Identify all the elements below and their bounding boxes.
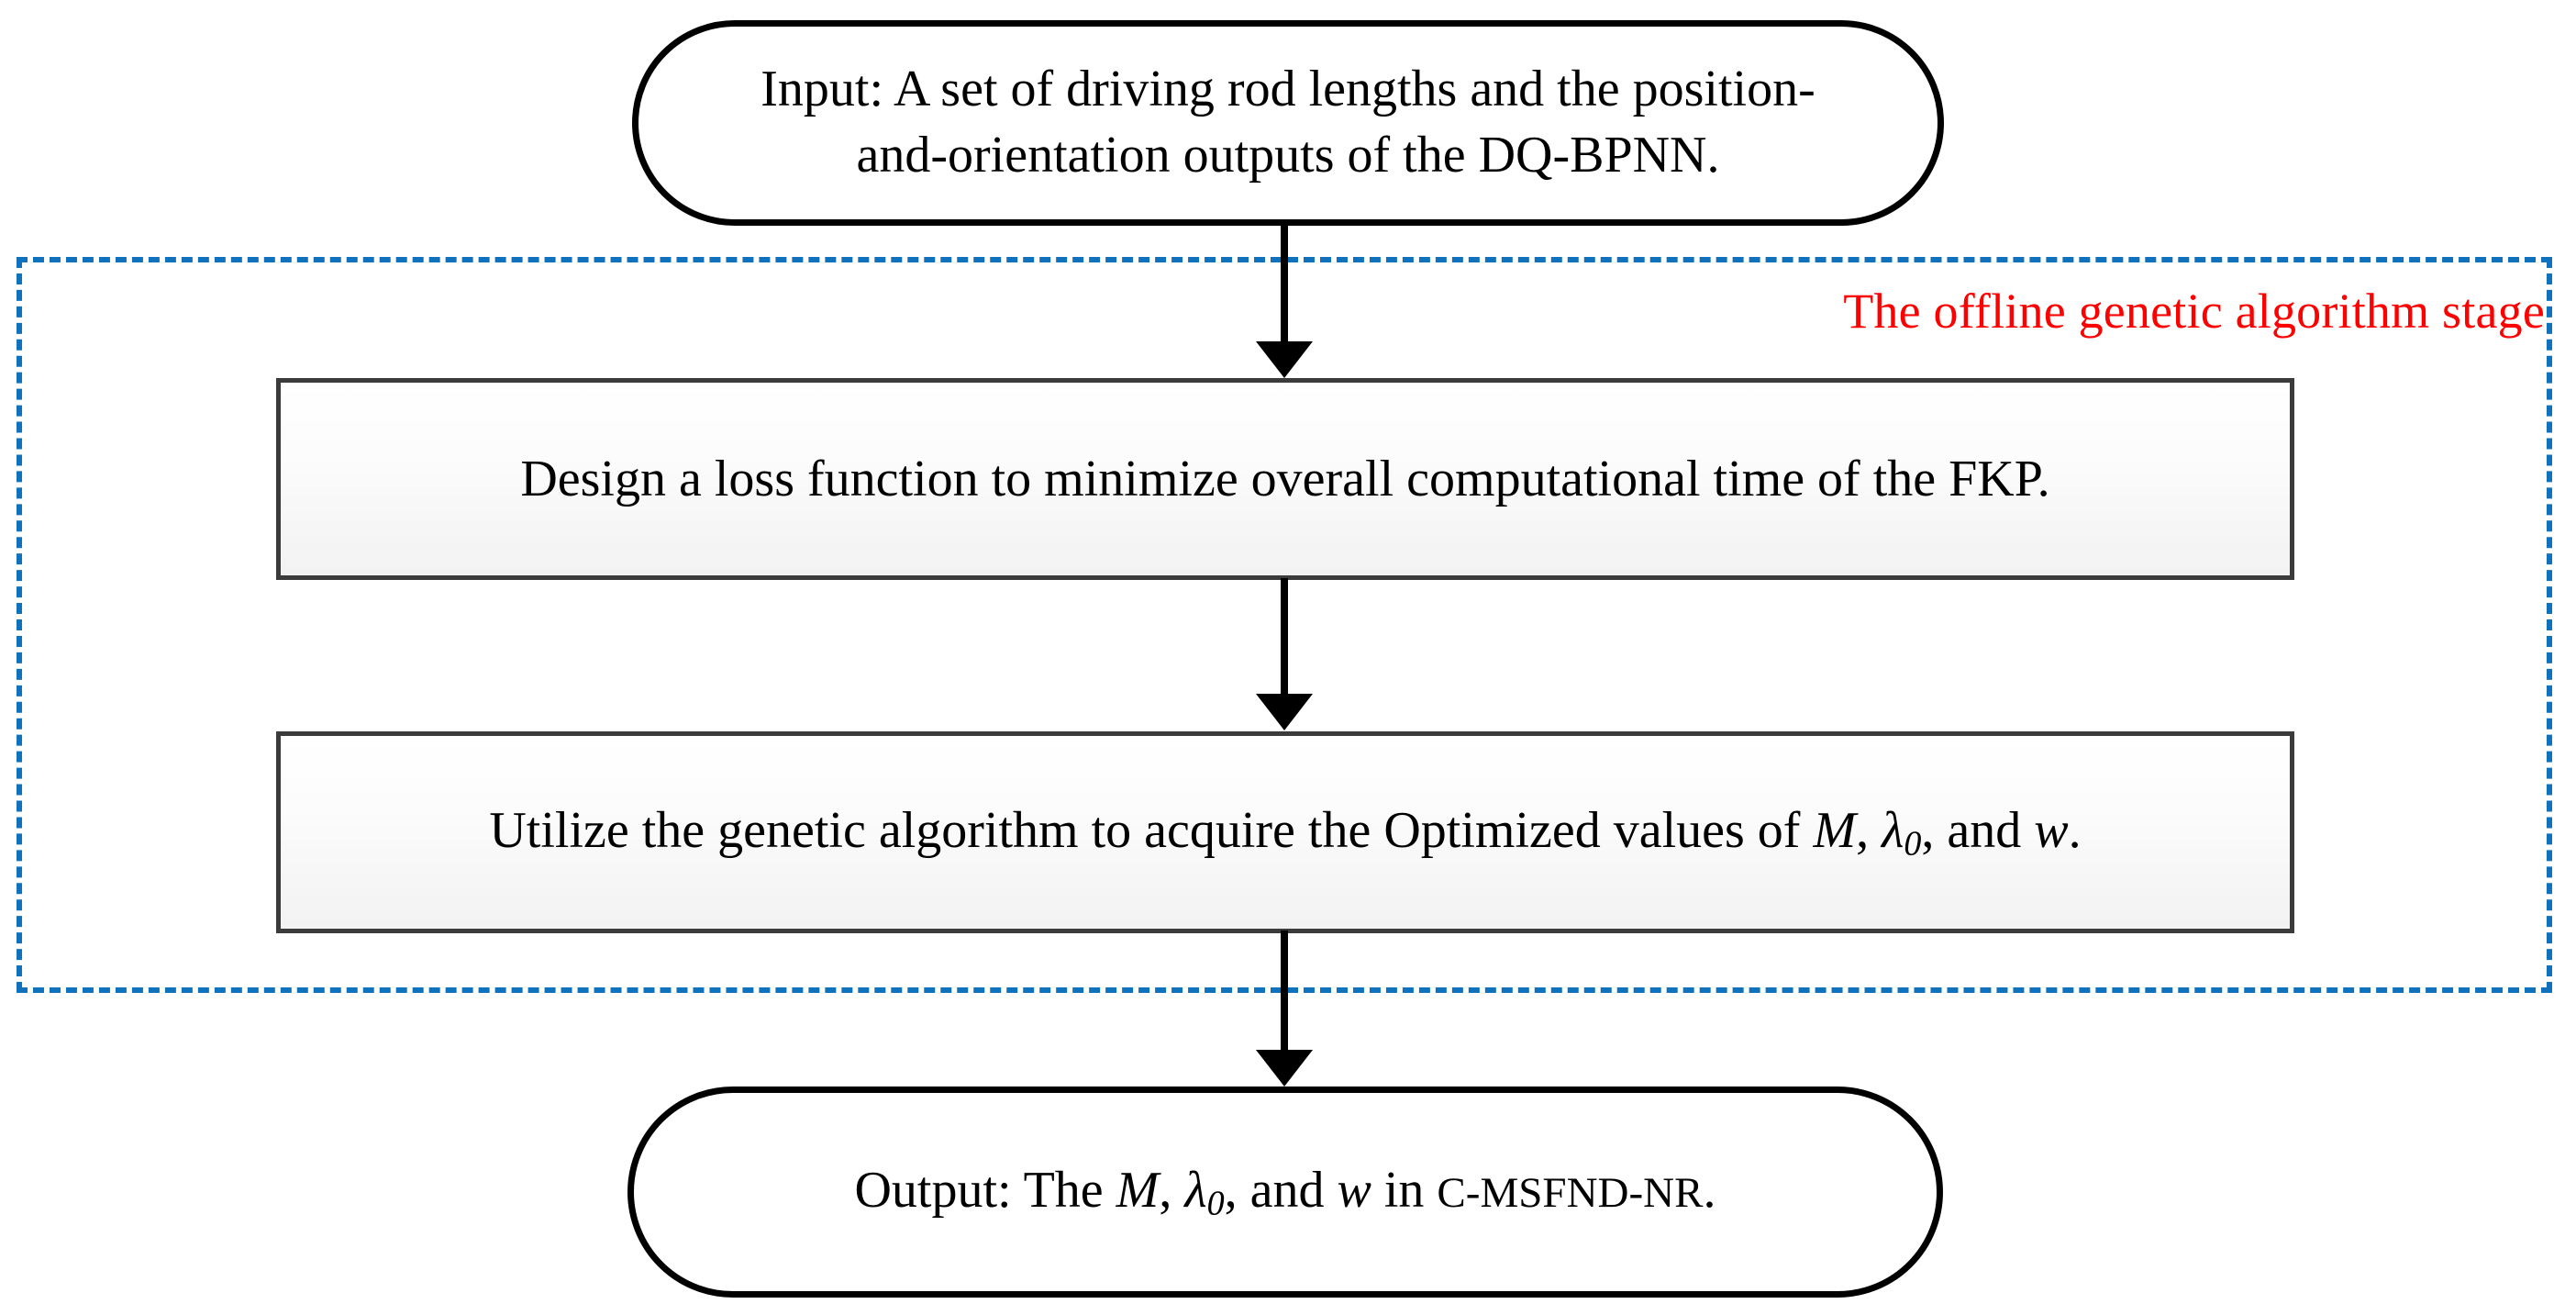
- node-output-text: Output: The M, λ0, and w in C-MSFND-NR.: [854, 1158, 1715, 1226]
- node-ga-suffix: .: [2068, 802, 2082, 860]
- node-loss-text: Design a loss function to minimize overa…: [520, 451, 2050, 507]
- node-input-terminator[interactable]: Input: A set of driving rod lengths and …: [632, 20, 1944, 226]
- node-input-line2: and-orientation outputs of the DQ-BPNN.: [856, 127, 1720, 184]
- arrow-genetic-algorithm-to-output: [1281, 931, 1288, 1059]
- symbol-lambda-subscript: 0: [1206, 1184, 1225, 1223]
- node-output-mid: in: [1371, 1161, 1438, 1219]
- node-ga-sep1: ,: [1856, 802, 1882, 860]
- acronym-c-msfnd-nr: C-MSFND-NR: [1437, 1168, 1704, 1217]
- node-ga-text: Utilize the genetic algorithm to acquire…: [489, 798, 2081, 866]
- symbol-lambda: λ: [1882, 802, 1904, 860]
- node-output-prefix: Output: The: [854, 1161, 1116, 1219]
- arrow-input-to-loss-function: [1281, 224, 1288, 351]
- symbol-m: M: [1116, 1161, 1160, 1219]
- symbol-w: w: [1337, 1161, 1371, 1219]
- node-design-loss-function[interactable]: Design a loss function to minimize overa…: [276, 378, 2294, 580]
- node-output-suffix: .: [1703, 1161, 1716, 1219]
- symbol-m: M: [1813, 802, 1857, 860]
- node-output-sep1: ,: [1159, 1161, 1185, 1219]
- node-input-text: Input: A set of driving rod lengths and …: [761, 57, 1815, 188]
- symbol-w: w: [2034, 802, 2069, 860]
- node-genetic-algorithm-optimize[interactable]: Utilize the genetic algorithm to acquire…: [276, 731, 2294, 933]
- node-output-sep2: , and: [1224, 1161, 1338, 1219]
- node-input-line1: Input: A set of driving rod lengths and …: [761, 61, 1815, 118]
- symbol-lambda-subscript: 0: [1904, 824, 1922, 864]
- arrow-loss-function-to-genetic-algorithm: [1281, 578, 1288, 703]
- node-ga-prefix: Utilize the genetic algorithm to acquire…: [489, 802, 1814, 860]
- node-output-terminator[interactable]: Output: The M, λ0, and w in C-MSFND-NR.: [627, 1087, 1943, 1298]
- symbol-lambda: λ: [1184, 1161, 1207, 1219]
- node-ga-sep2: , and: [1921, 802, 2035, 860]
- stage-region-label: The offline genetic algorithm stage: [1843, 284, 2545, 339]
